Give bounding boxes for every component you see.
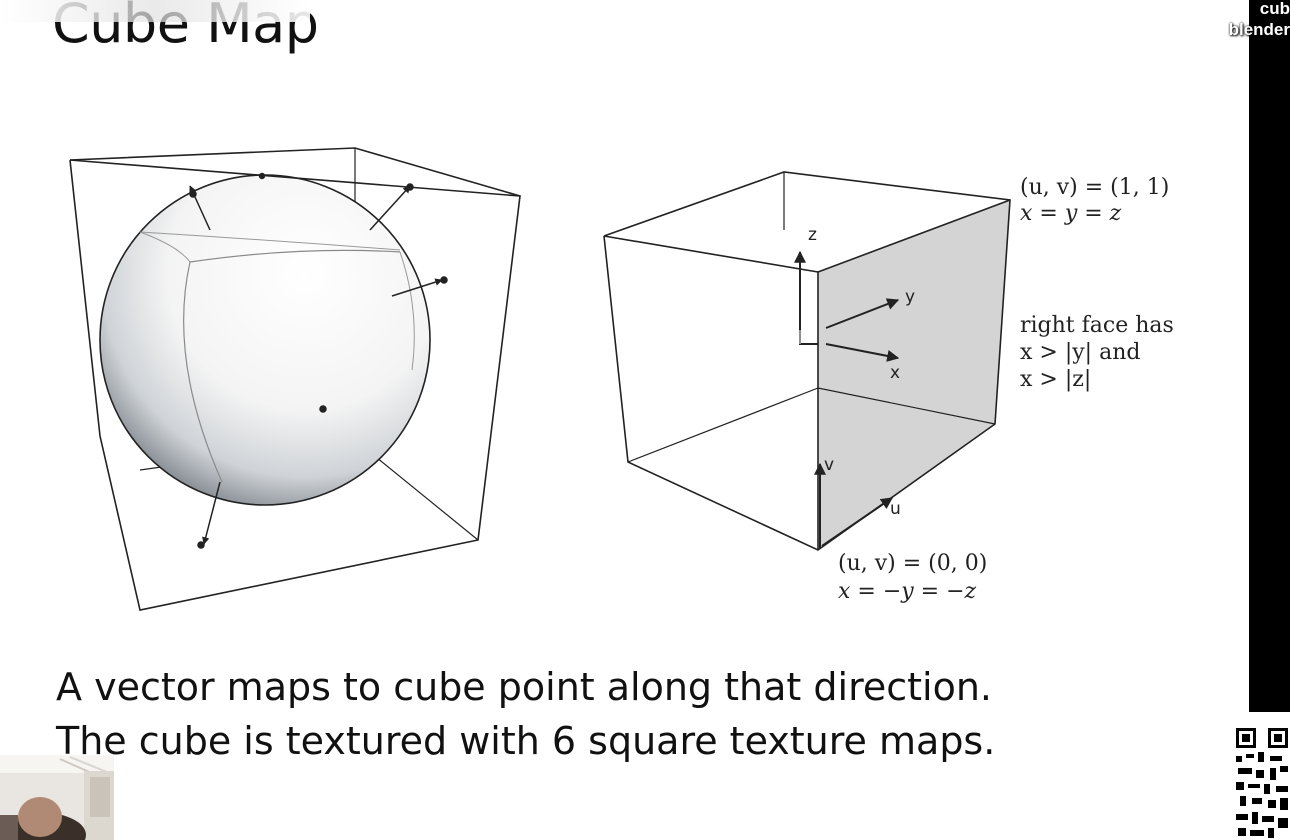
cube-top-right-edge: [817, 199, 1011, 273]
corner-label-line-1: cub: [1259, 0, 1290, 18]
x-axis-label: x: [890, 363, 900, 383]
face-note-line-2: x > |y| and: [1020, 340, 1140, 365]
caption-line-2: The cube is textured with 6 square textu…: [56, 719, 996, 763]
corner-bottom-xyz-label: x = −y = −z: [838, 579, 977, 604]
title-overlay-artifact: [0, 0, 310, 22]
cube-front-edges: [69, 159, 521, 611]
v-axis-label: v: [824, 455, 834, 475]
cube-axes-diagram: z y x v u (u, v) = (1, 1) x = y = z righ…: [603, 171, 1174, 604]
corner-bottom-uv-label: (u, v) = (0, 0): [838, 551, 987, 576]
corner-top-xyz-label: x = y = z: [1020, 201, 1122, 226]
cube-inner-floor-edge-right: [817, 387, 996, 425]
sphere: [99, 174, 431, 506]
u-axis-label: u: [890, 499, 901, 519]
z-axis-arrow: [794, 250, 818, 345]
video-side-bar: [1249, 0, 1290, 712]
sphere-in-cube-diagram: [69, 147, 521, 611]
corner-label-line-2: blender: [1228, 20, 1290, 39]
cube-top-front-edge: [603, 235, 819, 273]
slide-caption: A vector maps to cube point along that d…: [56, 660, 995, 768]
y-axis-label: y: [905, 287, 915, 307]
cube-inner-floor-edge: [627, 387, 819, 463]
face-note-line-3: x > |z|: [1020, 367, 1091, 392]
x-axis-arrow: [825, 343, 900, 362]
qr-code-icon[interactable]: [1234, 726, 1290, 840]
webcam-thumbnail: [0, 755, 114, 840]
right-face-shaded: [818, 200, 1010, 550]
y-axis-arrow: [825, 298, 900, 329]
face-note-line-1: right face has: [1020, 313, 1174, 338]
corner-top-uv-label: (u, v) = (1, 1): [1020, 175, 1169, 200]
z-axis-label: z: [808, 225, 817, 245]
caption-line-1: A vector maps to cube point along that d…: [56, 665, 992, 709]
direction-arrows: [189, 172, 448, 549]
u-axis-arrow: [821, 497, 893, 547]
corner-overlay-label: cub blender: [1229, 0, 1290, 40]
